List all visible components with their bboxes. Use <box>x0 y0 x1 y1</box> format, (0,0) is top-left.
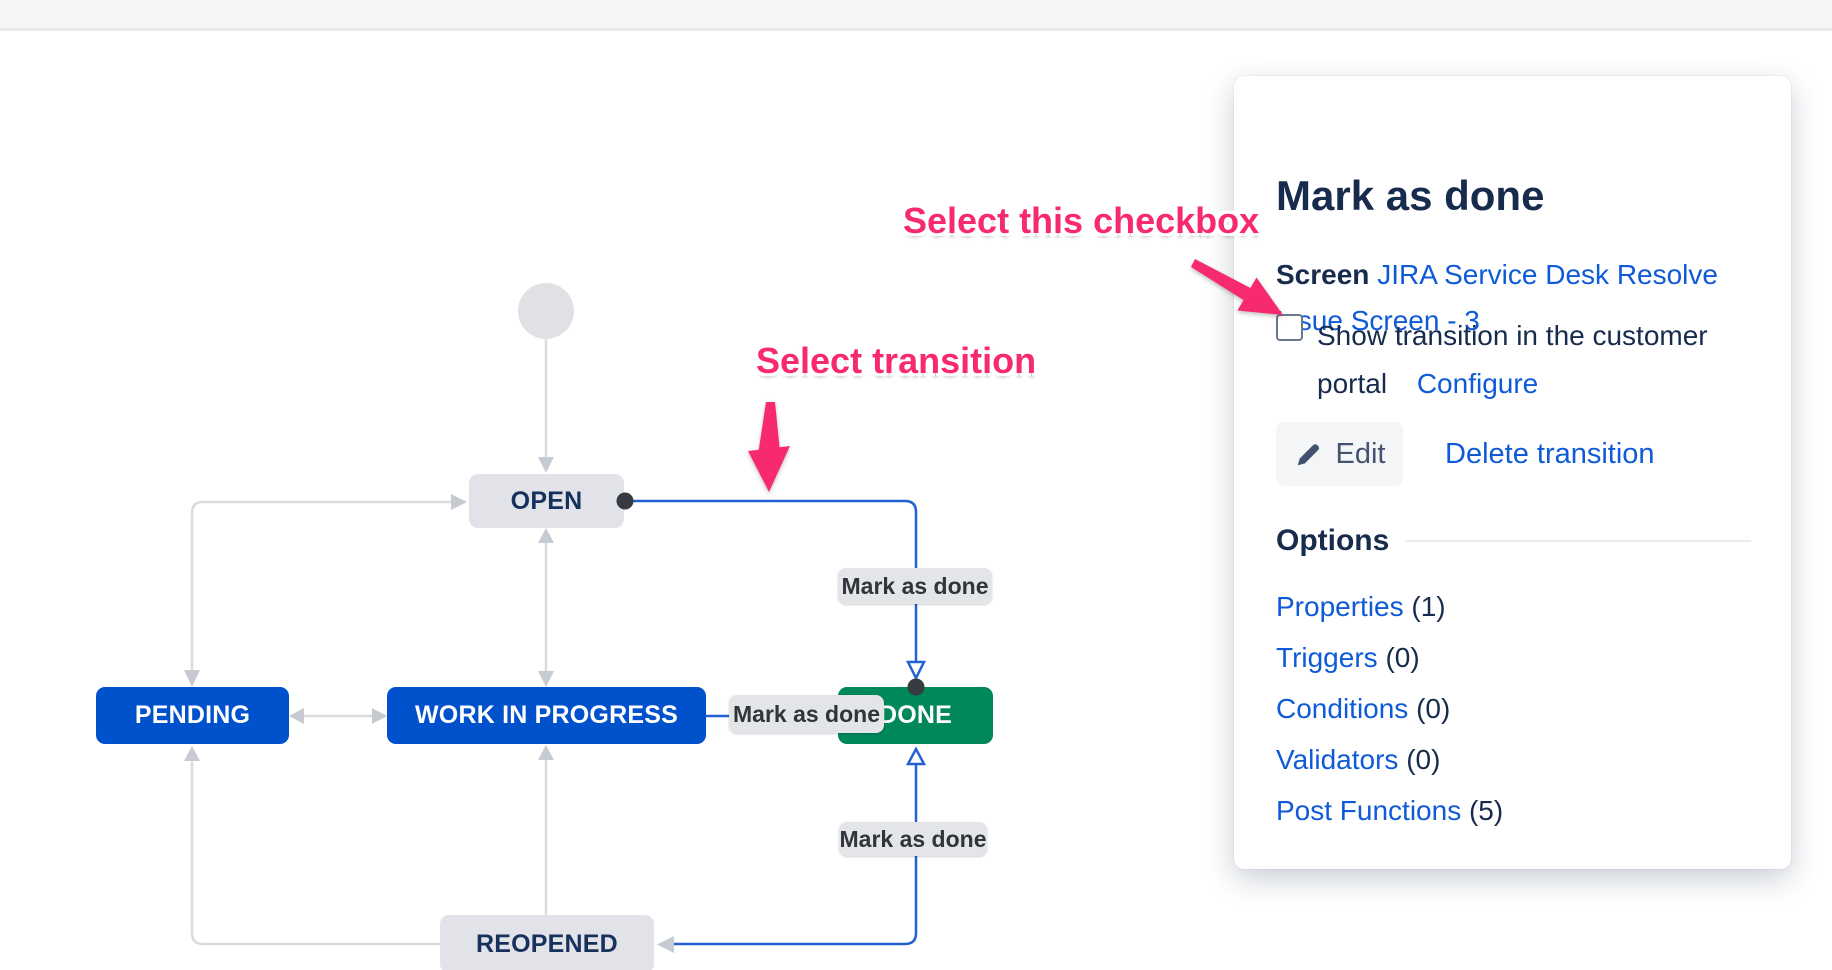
screen-label: Screen <box>1276 259 1370 290</box>
transition-label-open-done[interactable]: Mark as done <box>838 568 992 604</box>
state-reopened-label: REOPENED <box>476 929 618 958</box>
edit-row: Edit Delete transition <box>1276 422 1756 486</box>
properties-link[interactable]: Properties <box>1276 591 1404 622</box>
browser-top-strip <box>0 0 1832 31</box>
panel-title: Mark as done <box>1276 172 1545 219</box>
options-title: Options <box>1276 524 1390 557</box>
state-open[interactable]: OPEN <box>469 474 624 528</box>
edit-button[interactable]: Edit <box>1276 422 1403 486</box>
properties-count: (1) <box>1411 591 1446 622</box>
triggers-count: (0) <box>1385 642 1420 673</box>
options-header: Options <box>1276 524 1751 558</box>
edit-button-label: Edit <box>1335 437 1386 470</box>
option-row-post-functions: Post Functions (5) <box>1276 797 1503 825</box>
transition-label-reopened-done[interactable]: Mark as done <box>839 822 987 856</box>
transition-details-panel: Mark as done Screen JIRA Service Desk Re… <box>1234 76 1791 869</box>
pencil-icon <box>1297 444 1319 466</box>
show-transition-checkbox[interactable] <box>1276 314 1303 341</box>
checkbox-label: Show transition in the customer portal <box>1317 320 1708 399</box>
screen-link[interactable]: JIRA Service Desk Resolve Issue Screen -… <box>1276 259 1718 336</box>
select-transition-arrow <box>758 402 780 455</box>
delete-transition-link[interactable]: Delete transition <box>1445 437 1655 470</box>
state-done-label: DONE <box>878 701 953 729</box>
state-reopened[interactable]: REOPENED <box>440 915 654 970</box>
state-wip-label: WORK IN PROGRESS <box>415 701 678 729</box>
configure-link[interactable]: Configure <box>1416 368 1539 399</box>
start-node[interactable] <box>518 283 574 339</box>
state-work-in-progress[interactable]: WORK IN PROGRESS <box>387 687 706 744</box>
post-functions-link[interactable]: Post Functions <box>1276 795 1462 826</box>
validators-link[interactable]: Validators <box>1276 744 1399 775</box>
conditions-link[interactable]: Conditions <box>1276 693 1409 724</box>
validators-count: (0) <box>1406 744 1441 775</box>
conditions-count: (0) <box>1416 693 1451 724</box>
option-row-validators: Validators (0) <box>1276 746 1503 774</box>
option-row-triggers: Triggers (0) <box>1276 644 1503 672</box>
options-list: Properties (1) Triggers (0) Conditions (… <box>1276 593 1503 825</box>
checkbox-label-wrap: Show transition in the customer portal C… <box>1317 312 1756 408</box>
state-pending[interactable]: PENDING <box>96 687 289 744</box>
customer-portal-row: Show transition in the customer portal C… <box>1276 312 1756 408</box>
post-functions-count: (5) <box>1468 795 1504 826</box>
option-row-properties: Properties (1) <box>1276 593 1503 621</box>
transition-label-wip-done[interactable]: Mark as done <box>729 695 884 733</box>
select-checkbox-note: Select this checkbox <box>903 200 1260 241</box>
options-divider <box>1405 540 1751 542</box>
screen-row: Screen JIRA Service Desk Resolve Issue S… <box>1276 252 1754 344</box>
select-transition-note: Select transition <box>756 340 1037 381</box>
state-pending-label: PENDING <box>134 701 251 729</box>
triggers-link[interactable]: Triggers <box>1276 642 1378 673</box>
option-row-conditions: Conditions (0) <box>1276 695 1503 723</box>
state-open-label: OPEN <box>510 486 583 515</box>
